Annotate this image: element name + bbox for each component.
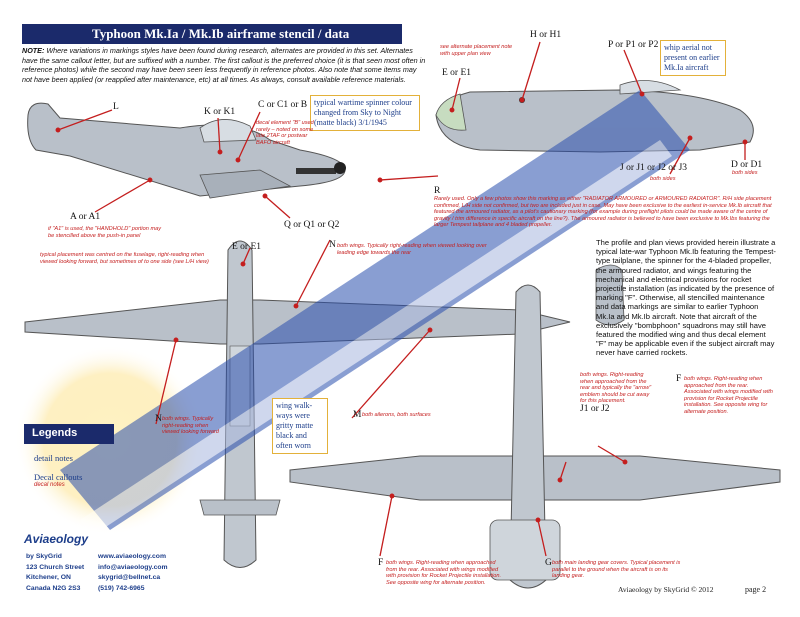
- legend-decal-callouts: Decal callouts: [34, 472, 83, 482]
- callout-K: K or K1: [204, 107, 236, 117]
- note-N-right: both wings. Typically right-reading when…: [337, 243, 487, 256]
- callout-N-left: N: [155, 414, 162, 424]
- note-E-top: see alternate placement note with upper …: [440, 44, 513, 57]
- note-C: decal element "B" used rarely – noted on…: [256, 120, 314, 146]
- note-N-left: both wings. Typically right-reading when…: [162, 416, 219, 436]
- callout-Q: Q or Q1 or Q2: [284, 220, 340, 230]
- note-lead: NOTE:: [22, 46, 45, 55]
- callout-N-right: N: [329, 240, 336, 250]
- callout-G: G: [545, 558, 552, 568]
- note-R: Rarely used. Only a few photos show this…: [434, 196, 772, 229]
- callout-E-plan: E or E1: [232, 242, 262, 252]
- copyright: Aviaeology by SkyGrid © 2012: [618, 585, 714, 594]
- callout-A: A or A1: [70, 212, 101, 222]
- note-E-plan: typical placement was centred on the fus…: [40, 252, 209, 265]
- note-J-lower: both wings. Right-reading when approache…: [580, 372, 652, 405]
- callout-arrows: [55, 41, 748, 557]
- lower-plan-view: [289, 264, 781, 589]
- detail-box-whip-aerial: whip aerial not present on earlier Mk.Ia…: [660, 40, 726, 76]
- address-line: Kitchener, ON: [26, 574, 71, 581]
- legend-panel: Legends detail notes Decal callouts deca…: [24, 424, 114, 488]
- callout-R: R: [434, 186, 441, 196]
- callout-J-lower: J1 or J2: [580, 404, 610, 414]
- page-title: Typhoon Mk.Ia / Mk.Ib airframe stencil /…: [22, 24, 402, 61]
- callout-H: H or H1: [530, 30, 562, 40]
- email-link[interactable]: info@aviaeology.com: [98, 563, 168, 571]
- legend-decal-notes: decal notes: [34, 482, 65, 488]
- address-line: by SkyGrid: [26, 553, 62, 560]
- note-J-side: both sides: [650, 176, 676, 182]
- detail-box-spinner: typical wartime spinner colour changed f…: [310, 95, 420, 131]
- callout-F-right: F: [676, 374, 682, 384]
- legend-detail-notes: detail notes: [34, 453, 73, 463]
- side-profile-view: [27, 102, 346, 199]
- detail-box-walkway: wing walk-ways were gritty matte black a…: [272, 398, 328, 454]
- callout-E-top: E or E1: [442, 68, 472, 78]
- note-D: both sides: [732, 170, 758, 176]
- callout-F-left: F: [378, 558, 384, 568]
- aviaeology-logo: Aviaeology: [24, 532, 89, 546]
- legend-title: Legends: [24, 424, 114, 444]
- note-A: if "A1" is used, the "HANDHOLD" portion …: [48, 226, 162, 239]
- phone-number: (519) 742-6965: [98, 584, 145, 592]
- address-block: by SkyGrid 123 Church Street Kitchener, …: [26, 552, 84, 594]
- note-text: Where variations in markings styles have…: [22, 46, 426, 84]
- callout-P: P or P1 or P2: [608, 40, 659, 50]
- callout-L: L: [113, 102, 119, 112]
- email-link[interactable]: skygrid@bellnet.ca: [98, 574, 161, 581]
- info-paragraph: The profile and plan views provided here…: [596, 238, 776, 358]
- note-G: both main landing gear covers. Typical p…: [552, 560, 681, 580]
- callout-D: D or D1: [731, 160, 763, 170]
- address-line: 123 Church Street: [26, 563, 85, 571]
- website-link[interactable]: www.aviaeology.com: [98, 553, 166, 560]
- note-F-right: both wings. Right-reading when approache…: [684, 376, 773, 415]
- callout-M: M: [353, 410, 362, 420]
- note-M: both ailerons, both surfaces: [362, 412, 431, 418]
- note-F-left: both wings. Right-reading when approache…: [386, 560, 502, 586]
- callout-C: C or C1 or B: [258, 100, 308, 110]
- watermark-band: [60, 90, 690, 536]
- page-number: page 2: [745, 585, 767, 594]
- callout-J-side: J or J1 or J2 or J3: [620, 163, 688, 173]
- contact-block: www.aviaeology.com info@aviaeology.com s…: [98, 552, 168, 594]
- note-paragraph: NOTE: Where variations in markings style…: [22, 46, 426, 84]
- address-line: Canada N2G 2S3: [26, 584, 81, 592]
